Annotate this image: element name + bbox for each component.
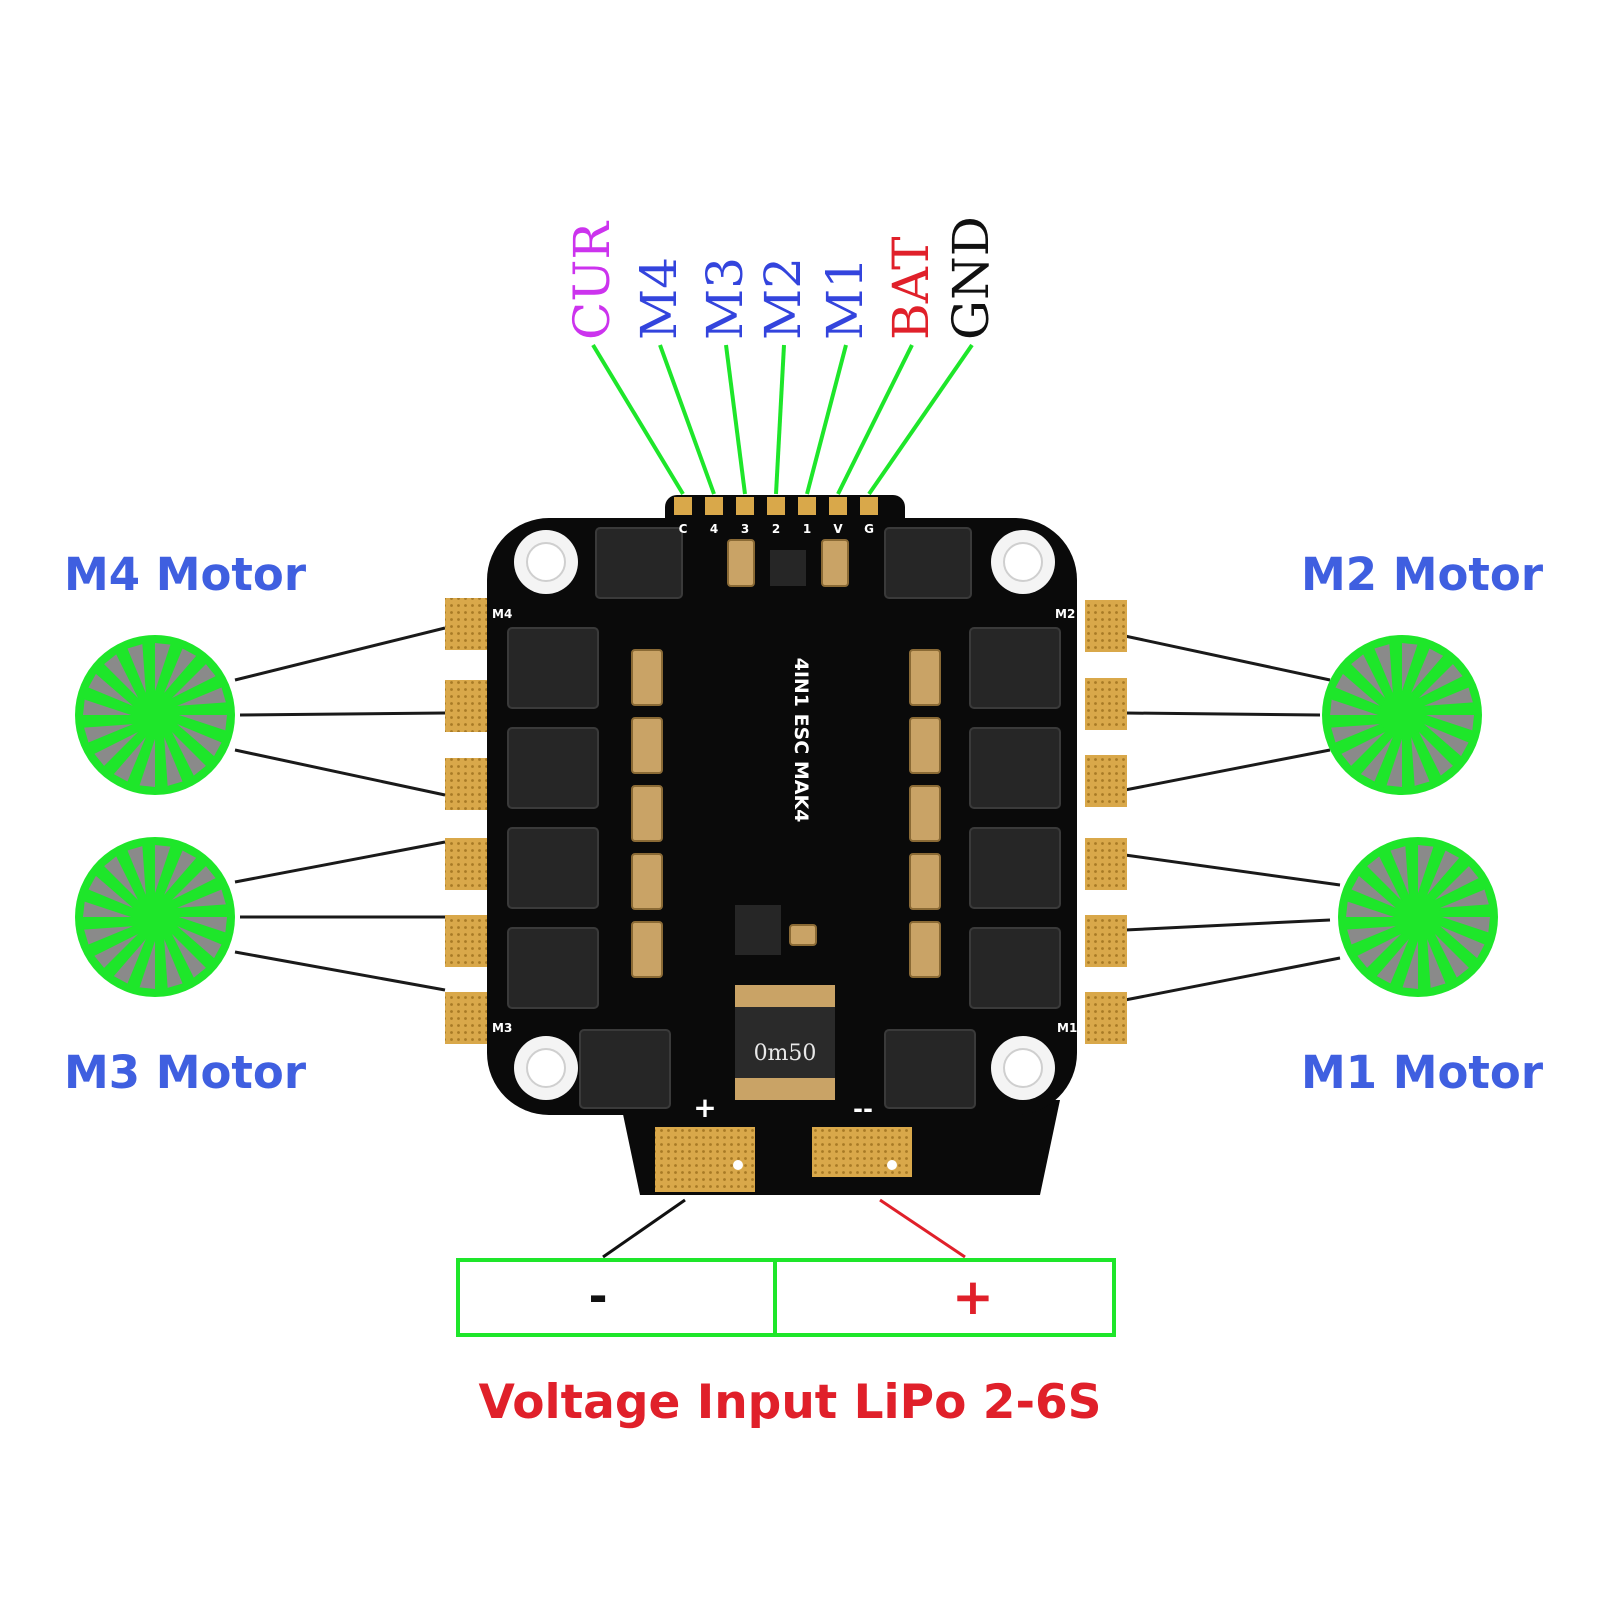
mosfet-chips	[507, 527, 1061, 1109]
signal-wires	[591, 343, 974, 496]
signal-label-m2: M2	[754, 257, 812, 340]
signal-pad-m4	[705, 497, 723, 515]
signal-silk-bat: V	[833, 522, 843, 536]
m1-motor-label: M1 Motor	[1301, 1046, 1544, 1099]
signal-pad-m1	[798, 497, 816, 515]
m3-motor-label: M3 Motor	[64, 1046, 307, 1099]
pad-label-m3: M3	[492, 1021, 512, 1035]
signal-silk-m3: 3	[741, 522, 749, 536]
signal-wire-gnd	[867, 343, 974, 496]
signal-label-m1: M1	[816, 257, 874, 340]
pad-label-m4: M4	[492, 607, 512, 621]
m1-motor-icon	[1338, 837, 1498, 997]
capacitors	[631, 539, 941, 978]
m2-motor-icon	[1322, 635, 1482, 795]
motor-pads: M4 M3 M2 M1	[445, 598, 1127, 1044]
signal-pad-gnd	[860, 497, 878, 515]
signal-silk-m4: 4	[710, 522, 718, 536]
motor-wires	[234, 626, 1341, 1002]
signal-silk-gnd: G	[864, 522, 874, 536]
motor-icons	[75, 635, 1498, 997]
signal-label-gnd: GND	[942, 216, 1000, 340]
signal-pad-cur	[674, 497, 692, 515]
sense-chip	[735, 905, 781, 955]
signal-label-m4: M4	[630, 257, 688, 340]
pad-label-m1: M1	[1057, 1021, 1077, 1035]
board-minus-mark: --	[853, 1095, 873, 1123]
signal-wire-cur	[591, 343, 685, 496]
mounting-holes	[514, 530, 1055, 1100]
m4-motor-label: M4 Motor	[64, 548, 307, 601]
board-name: 4IN1 ESC MAK4	[790, 658, 812, 823]
current-shunt: 0m50	[735, 985, 835, 1100]
signal-pad-bat	[829, 497, 847, 515]
negative-wire	[602, 1198, 686, 1259]
signal-silk-m2: 2	[772, 522, 780, 536]
shunt-value-text: 0m50	[754, 1041, 817, 1066]
signal-wire-m1	[805, 344, 848, 495]
m3-motor-icon	[75, 837, 235, 997]
power-pad-negative	[812, 1127, 912, 1177]
positive-wire	[879, 1198, 966, 1259]
voltage-input-caption: Voltage Input LiPo 2-6S	[478, 1375, 1101, 1430]
signal-pad-m2	[767, 497, 785, 515]
signal-label-bat: BAT	[882, 237, 940, 340]
m4-motor-icon	[75, 635, 235, 795]
signal-wire-m4	[658, 344, 716, 495]
m2-motor-label: M2 Motor	[1301, 548, 1544, 601]
board-plus-mark: +	[693, 1091, 716, 1124]
signal-wire-m3	[724, 344, 747, 495]
signal-wire-m2	[774, 344, 786, 495]
signal-pads: C 4 3 2 1 V G	[674, 497, 878, 536]
negative-terminal-label: -	[588, 1269, 607, 1323]
signal-wire-bat	[836, 344, 914, 495]
power-connector: - +	[456, 1258, 1116, 1337]
signal-silk-cur: C	[679, 522, 688, 536]
signal-pad-m3	[736, 497, 754, 515]
positive-terminal-label: +	[952, 1268, 994, 1326]
signal-label-cur: CUR	[563, 221, 621, 340]
signal-silk-m1: 1	[803, 522, 811, 536]
power-pad-positive	[655, 1127, 755, 1192]
regulator-chip	[770, 550, 806, 586]
esc-board: 0m50 4IN1 ESC MAK4 C 4 3 2 1 V G + --	[487, 495, 1077, 1195]
pad-label-m2: M2	[1055, 607, 1075, 621]
signal-label-m3: M3	[696, 257, 754, 340]
